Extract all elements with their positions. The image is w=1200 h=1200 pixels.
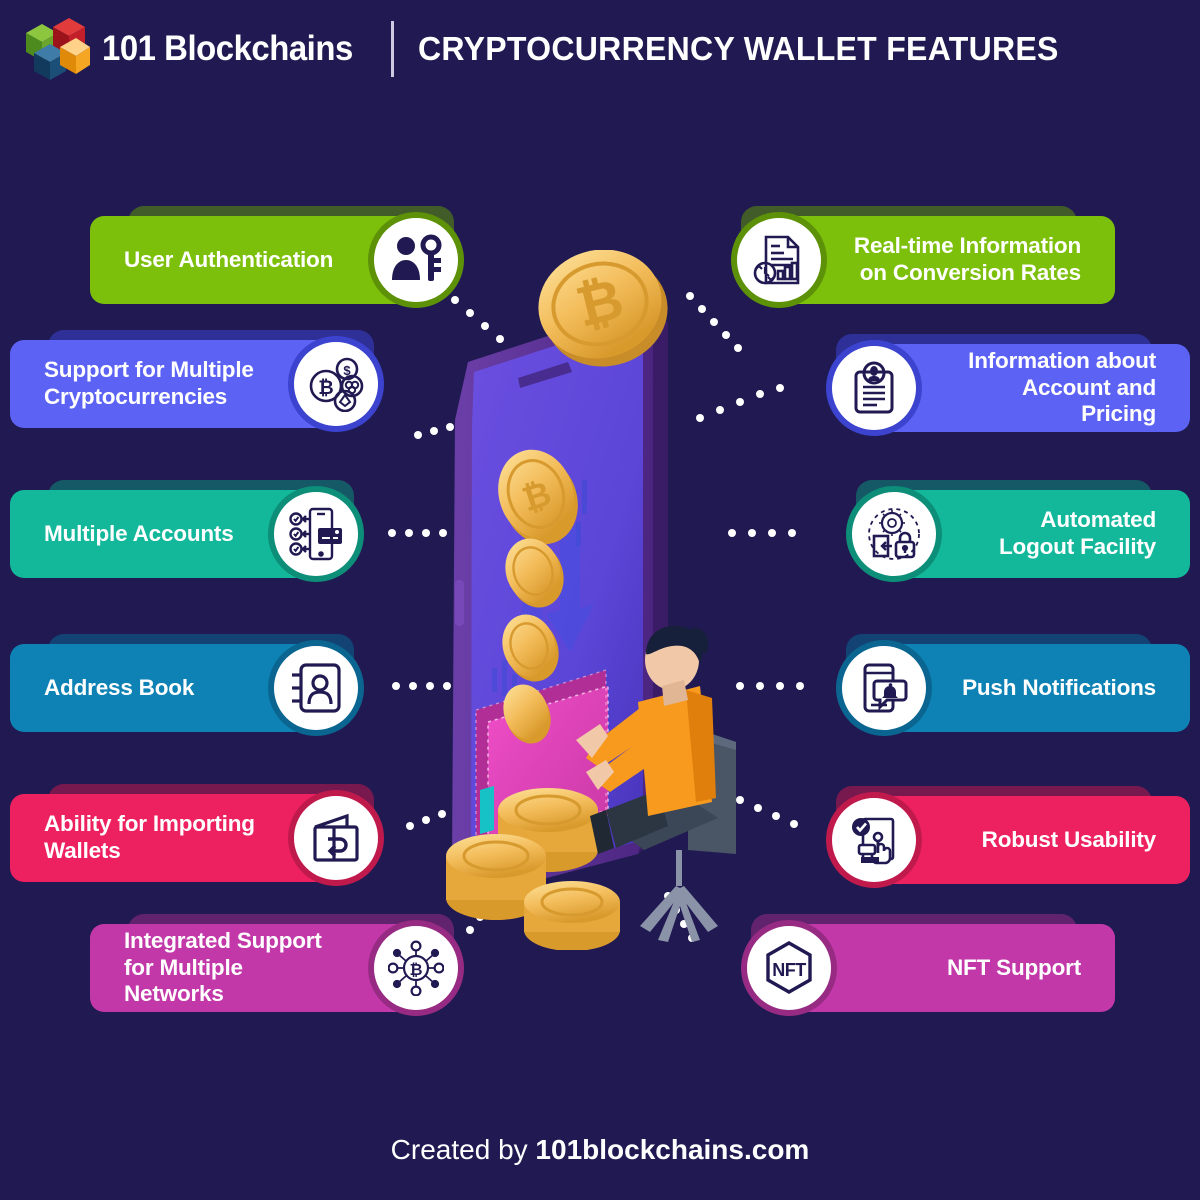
header-divider bbox=[390, 21, 394, 77]
pill-wrap: Robust Usability bbox=[836, 786, 1190, 884]
feature-multiple-accounts[interactable]: Multiple Accounts bbox=[10, 480, 364, 582]
seated-person bbox=[576, 625, 736, 942]
feature-label-pill: NFT Support bbox=[785, 924, 1115, 1012]
feature-account-and-pricing[interactable]: Information about Account and Pricing bbox=[826, 334, 1190, 436]
brand-name: 101 Blockchains bbox=[102, 29, 353, 68]
nft-hexagon-icon: NFT bbox=[741, 920, 837, 1016]
feature-realtime-conversion-rates[interactable]: Real-time Information on Conversion Rate… bbox=[731, 206, 1115, 308]
import-wallet-icon bbox=[288, 790, 384, 886]
feature-label: Automated Logout Facility bbox=[999, 507, 1156, 559]
svg-text:₿: ₿ bbox=[409, 961, 422, 979]
feature-label: Address Book bbox=[44, 674, 195, 700]
feature-label: NFT Support bbox=[946, 954, 1081, 980]
footer-credit: Created by 101blockchains.com bbox=[0, 1134, 1200, 1166]
footer-site: 101blockchains.com bbox=[535, 1134, 810, 1165]
pill-wrap: Integrated Support for Multiple Networks bbox=[90, 914, 454, 1012]
feature-address-book[interactable]: Address Book bbox=[10, 634, 364, 736]
address-book-icon bbox=[268, 640, 364, 736]
feature-robust-usability[interactable]: Robust Usability bbox=[826, 786, 1190, 888]
feature-user-authentication[interactable]: User Authentication bbox=[90, 206, 464, 308]
pill-wrap: Information about Account and Pricing bbox=[836, 334, 1190, 432]
bitcoin-coin-large: ₿ bbox=[538, 249, 668, 367]
feature-label-pill: Integrated Support for Multiple Networks bbox=[90, 924, 420, 1012]
isometric-phone-wallet-illustration: ₿ ₿ bbox=[400, 249, 800, 951]
profile-clipboard-icon bbox=[826, 340, 922, 436]
feature-label-pill: Robust Usability bbox=[870, 796, 1190, 884]
footer-prefix: Created by bbox=[390, 1134, 536, 1165]
feature-label: Push Notifications bbox=[962, 674, 1156, 700]
feature-label: Multiple Accounts bbox=[44, 520, 234, 546]
user-key-icon bbox=[368, 212, 464, 308]
feature-label: Integrated Support for Multiple Networks bbox=[124, 928, 322, 1007]
blockchain-cubes-logo-icon bbox=[22, 17, 90, 81]
auto-logout-lock-icon bbox=[846, 486, 942, 582]
feature-label-pill: Real-time Information on Conversion Rate… bbox=[775, 216, 1115, 304]
feature-label-pill: Support for Multiple Cryptocurrencies bbox=[10, 340, 340, 428]
feature-label: Real-time Information on Conversion Rate… bbox=[853, 233, 1081, 285]
feature-push-notifications[interactable]: Push Notifications bbox=[836, 634, 1190, 736]
feature-nft-support[interactable]: NFT Support NFT bbox=[741, 914, 1115, 1016]
feature-ability-for-importing-wallets[interactable]: Ability for Importing Wallets bbox=[10, 784, 384, 886]
feature-support-multiple-cryptocurrencies[interactable]: Support for Multiple Cryptocurrencies ₿ … bbox=[10, 330, 384, 432]
feature-label: Ability for Importing Wallets bbox=[44, 811, 255, 863]
feature-label: Information about Account and Pricing bbox=[968, 348, 1156, 427]
feature-label: Robust Usability bbox=[981, 826, 1157, 852]
svg-text:$: $ bbox=[343, 363, 351, 378]
hand-tap-check-icon bbox=[826, 792, 922, 888]
feature-automated-logout-facility[interactable]: Automated Logout Facility bbox=[846, 480, 1190, 582]
svg-text:₿: ₿ bbox=[318, 378, 333, 399]
header-bar: 101 Blockchains CRYPTOCURRENCY WALLET FE… bbox=[0, 0, 1200, 98]
multi-coins-icon: ₿ $ bbox=[288, 336, 384, 432]
accounts-cards-icon bbox=[268, 486, 364, 582]
feature-label-pill: Information about Account and Pricing bbox=[870, 344, 1190, 432]
document-chart-refresh-icon bbox=[731, 212, 827, 308]
feature-label: Support for Multiple Cryptocurrencies bbox=[44, 357, 254, 409]
feature-label-pill: Ability for Importing Wallets bbox=[10, 794, 340, 882]
feature-label-pill: Multiple Accounts bbox=[10, 490, 320, 578]
feature-label: User Authentication bbox=[124, 246, 334, 272]
feature-integrated-support-multiple-networks[interactable]: Integrated Support for Multiple Networks… bbox=[90, 914, 464, 1016]
phone-bell-icon bbox=[836, 640, 932, 736]
coin-stacks bbox=[446, 788, 620, 951]
svg-text:NFT: NFT bbox=[772, 960, 806, 980]
page-title: CRYPTOCURRENCY WALLET FEATURES bbox=[417, 30, 1059, 67]
bitcoin-network-icon: ₿ bbox=[368, 920, 464, 1016]
feature-label-pill: User Authentication bbox=[90, 216, 420, 304]
